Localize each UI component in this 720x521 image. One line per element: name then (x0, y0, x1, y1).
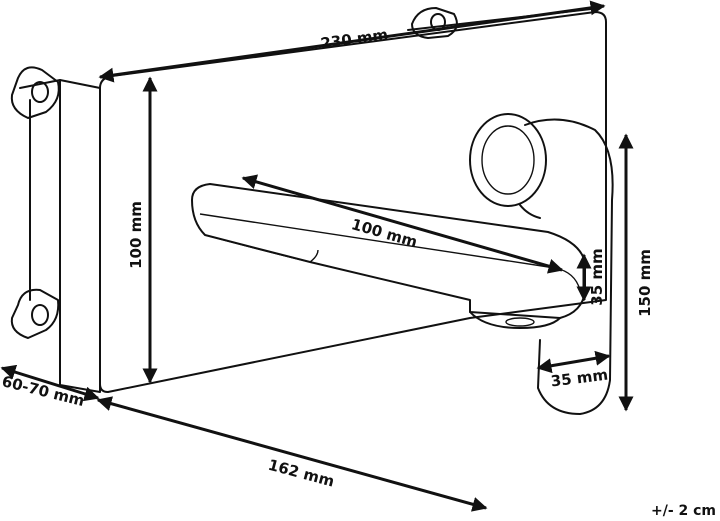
tolerance-note: +/- 2 cm (650, 503, 716, 519)
label-spout-length: 100 mm (349, 215, 419, 251)
dimension-spout-height: 35 mm (576, 248, 606, 306)
label-height-plate: 100 mm (127, 201, 145, 269)
mounting-lug-bottom-left (10, 288, 60, 339)
spout (191, 183, 586, 329)
label-spout-height: 35 mm (588, 248, 606, 305)
label-total-height: 150 mm (636, 249, 654, 317)
dimension-height-plate: 100 mm (127, 76, 158, 384)
label-total-depth: 162 mm (266, 456, 336, 491)
mounting-box (19, 7, 601, 393)
mounting-lug-top-left (10, 66, 60, 119)
dimension-handle-width: 35 mm (536, 350, 611, 391)
dimension-total-height: 150 mm (618, 133, 654, 412)
dimension-width-plate: 230 mm (98, 0, 606, 83)
label-wall-depth: 60-70 mm (0, 372, 86, 410)
dimension-total-depth: 162 mm (96, 396, 488, 512)
wall-plate (99, 11, 607, 393)
label-handle-width: 35 mm (550, 366, 609, 391)
label-width-plate: 230 mm (319, 25, 389, 52)
